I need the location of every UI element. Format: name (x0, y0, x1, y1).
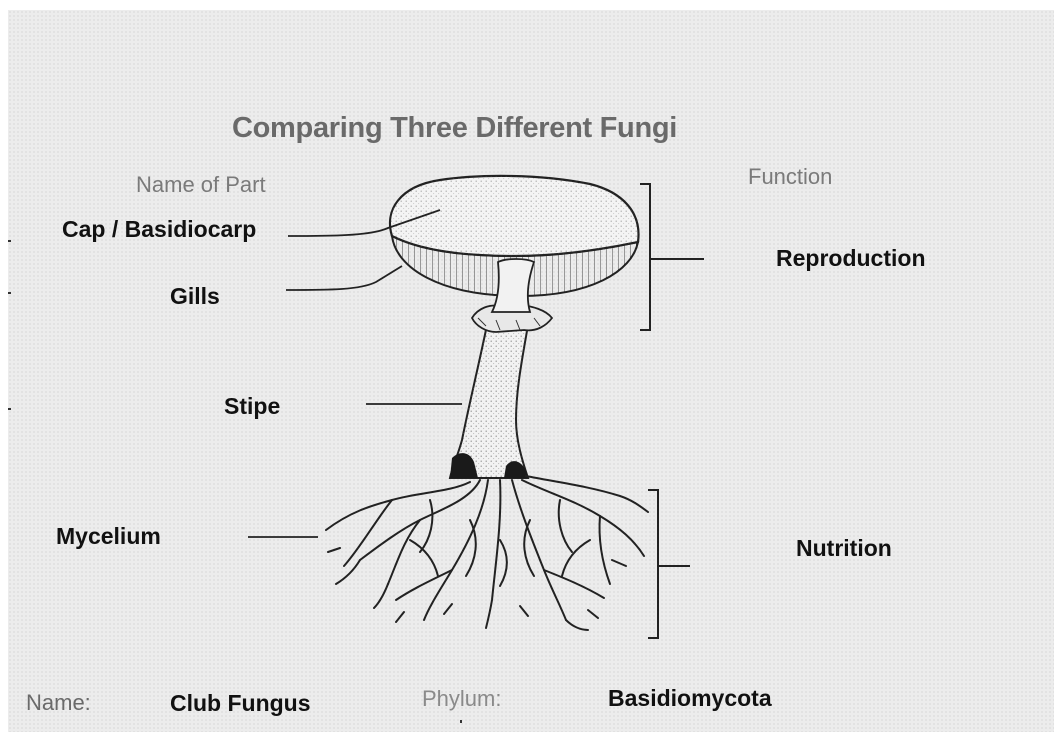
bracket-nutrition (648, 490, 690, 638)
scan-marks (8, 240, 462, 723)
cap (390, 176, 639, 312)
bracket-reproduction (640, 184, 704, 330)
gills-pointer-line (286, 266, 402, 290)
stipe (450, 320, 528, 478)
mycelium (326, 476, 648, 630)
